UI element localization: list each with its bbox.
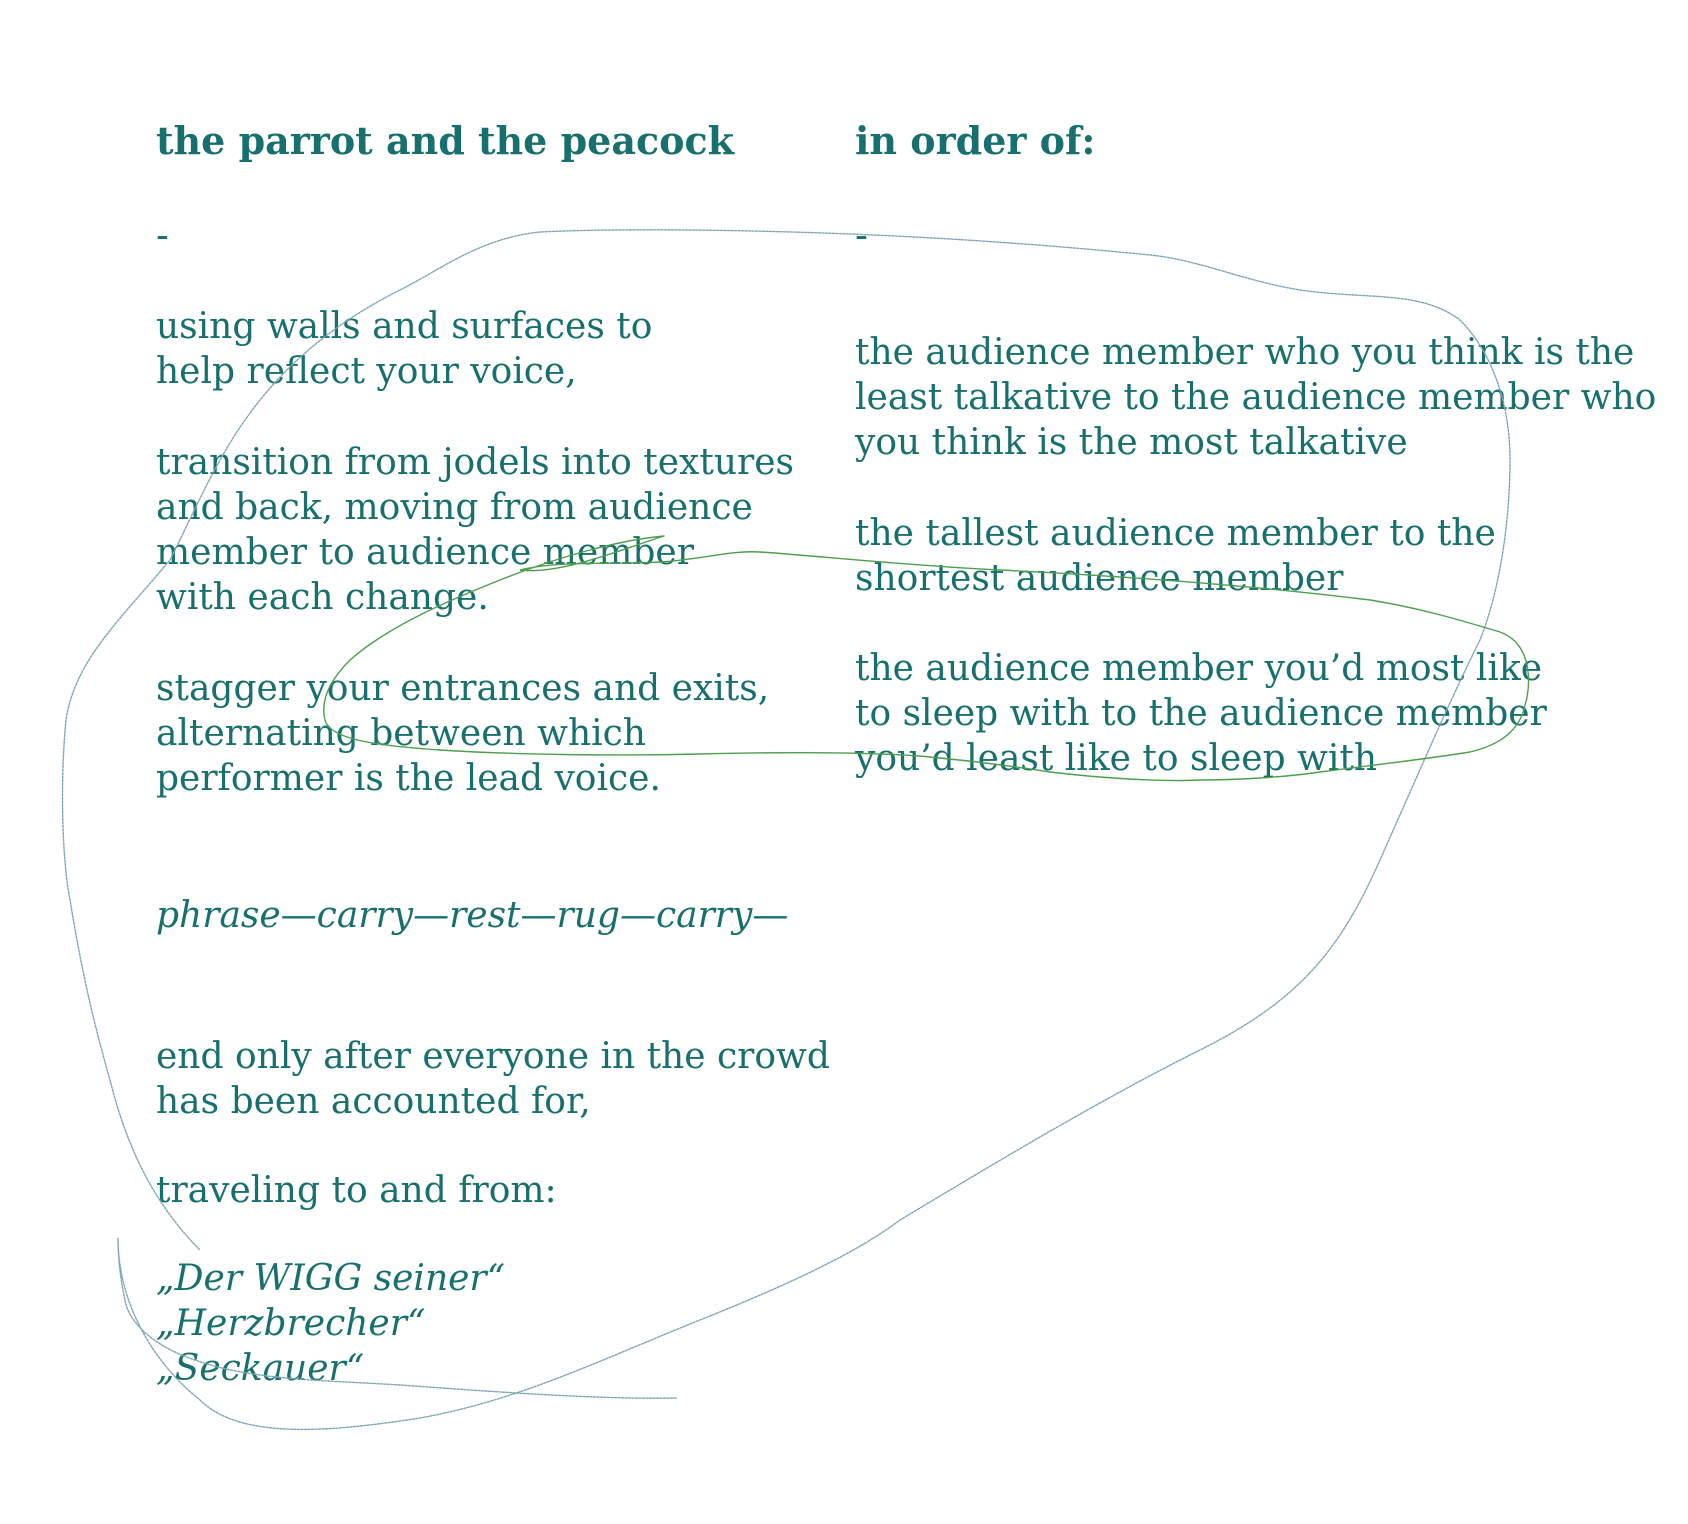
- text-line: the tallest audience member to the: [855, 513, 1496, 554]
- right-dash: -: [855, 213, 868, 257]
- text-line: „Herzbrecher“: [156, 1303, 426, 1344]
- text-line: to sleep with to the audience member: [855, 693, 1547, 734]
- text-line: with each change.: [156, 577, 489, 618]
- left-heading: the parrot and the peacock: [156, 118, 734, 163]
- paragraph-end: end only after everyone in the crowd has…: [156, 1034, 830, 1124]
- paragraph-stagger: stagger your entrances and exits, altern…: [156, 666, 769, 801]
- paragraph-phrase: phrase—carry—rest—rug—carry—: [156, 893, 788, 938]
- text-line: the audience member who you think is the: [855, 332, 1635, 373]
- text-line: and back, moving from audience: [156, 487, 753, 528]
- text-line: alternating between which: [156, 713, 646, 754]
- text-line: member to audience member: [156, 532, 694, 573]
- paragraph-walls: using walls and surfaces to help reflect…: [156, 304, 652, 394]
- paragraph-talkative: the audience member who you think is the…: [855, 330, 1656, 465]
- text-line: the audience member you’d most like: [855, 648, 1543, 689]
- text-line: has been accounted for,: [156, 1081, 591, 1122]
- text-line: „Seckauer“: [156, 1348, 365, 1389]
- left-dash: -: [156, 213, 169, 257]
- paragraph-song-titles: „Der WIGG seiner“ „Herzbrecher“ „Seckaue…: [156, 1256, 505, 1391]
- paragraph-tallest: the tallest audience member to the short…: [855, 511, 1496, 601]
- text-line: stagger your entrances and exits,: [156, 668, 770, 709]
- paragraph-sleep: the audience member you’d most like to s…: [855, 646, 1547, 781]
- text-line: phrase—carry—rest—rug—carry—: [156, 895, 789, 936]
- text-line: end only after everyone in the crowd: [156, 1036, 830, 1077]
- text-line: traveling to and from:: [156, 1170, 557, 1211]
- text-line: you think is the most talkative: [855, 422, 1408, 463]
- text-line: help reflect your voice,: [156, 351, 577, 392]
- right-heading: in order of:: [855, 118, 1096, 163]
- text-line: least talkative to the audience member w…: [855, 377, 1657, 418]
- text-line: using walls and surfaces to: [156, 306, 653, 347]
- text-line: „Der WIGG seiner“: [156, 1258, 506, 1299]
- paragraph-transition: transition from jodels into textures and…: [156, 440, 794, 620]
- text-line: you’d least like to sleep with: [855, 738, 1378, 779]
- text-line: performer is the lead voice.: [156, 758, 661, 799]
- paragraph-traveling: traveling to and from:: [156, 1168, 557, 1213]
- text-line: shortest audience member: [855, 558, 1344, 599]
- text-line: transition from jodels into textures: [156, 442, 794, 483]
